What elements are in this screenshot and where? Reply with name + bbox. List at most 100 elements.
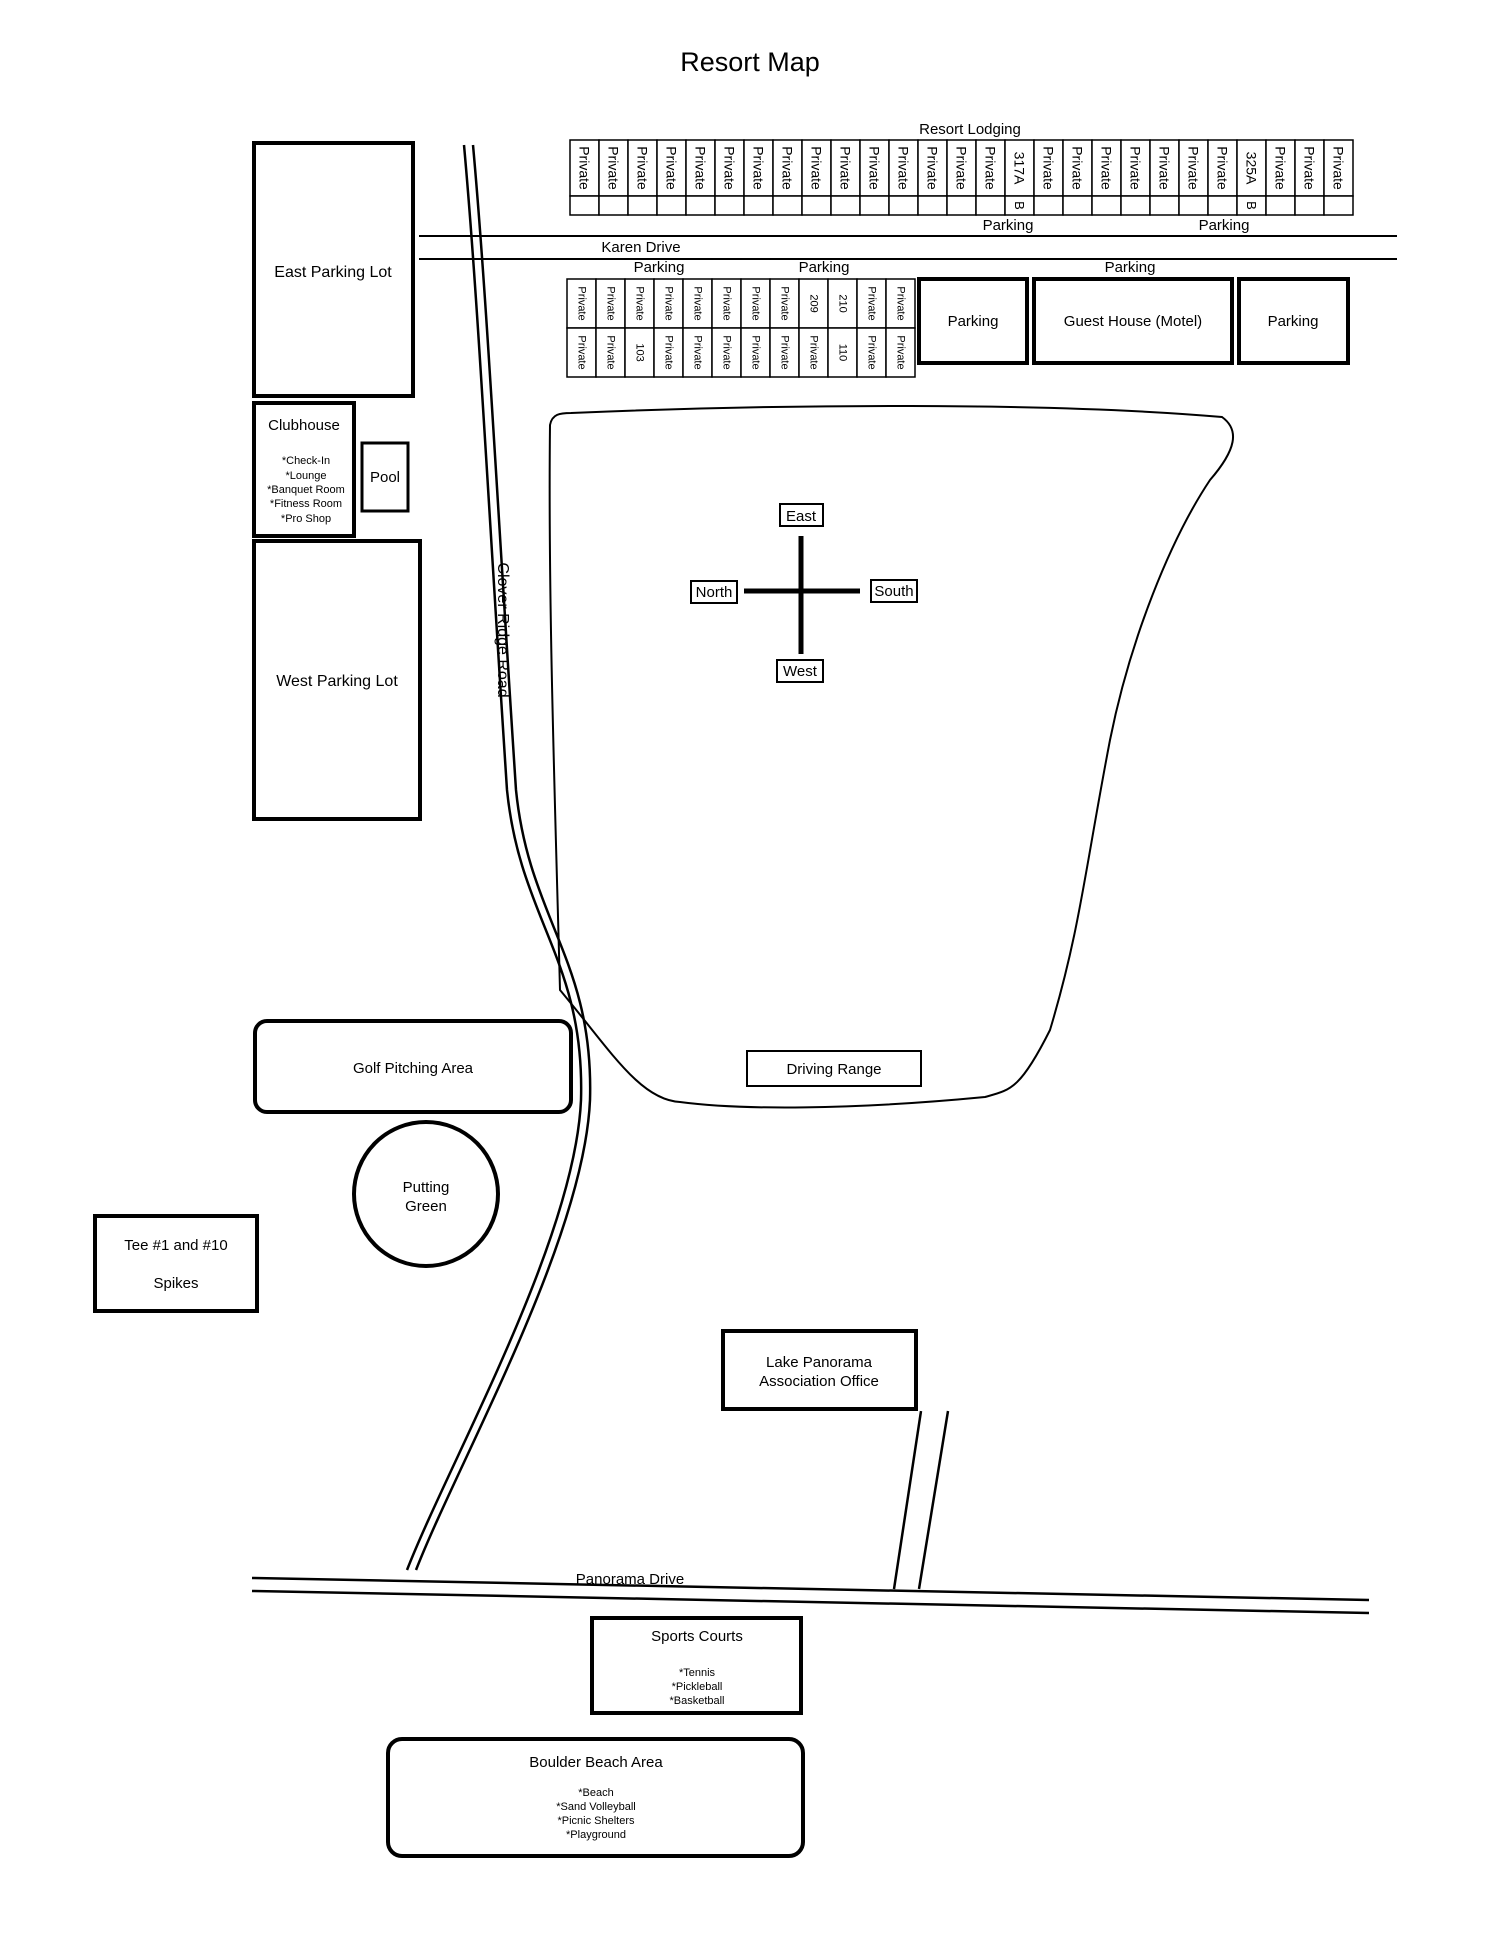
south-lodging-unit-top-label: Private xyxy=(576,286,588,320)
north-lodging-unit-top-label: 325A xyxy=(1244,152,1260,185)
north-lodging-unit-top-label: Private xyxy=(722,146,738,190)
north-lodging-unit-bottom-cell xyxy=(1120,195,1151,216)
tee-label: Tee #1 and #10 xyxy=(124,1237,227,1254)
north-lodging-unit-bottom-cell xyxy=(1033,195,1064,216)
north-lodging-unit-top-cell xyxy=(772,139,803,197)
south-lodging-unit-top-label: 210 xyxy=(837,294,849,312)
lake-office-label-line1: Lake Panorama xyxy=(766,1354,873,1371)
north-lodging-unit: Private xyxy=(1120,139,1151,216)
north-lodging-unit: Private xyxy=(1149,139,1180,216)
south-lodging-unit-bottom-label: Private xyxy=(605,335,617,369)
north-lodging-unit-bottom-cell xyxy=(917,195,948,216)
north-lodging-unit-top-cell xyxy=(1323,139,1354,197)
north-lodging-unit: Private xyxy=(1062,139,1093,216)
north-lodging-unit-top-label: Private xyxy=(896,146,912,190)
north-lodging-unit-bottom-cell xyxy=(1265,195,1296,216)
parking-label-south-1: Parking xyxy=(634,259,685,276)
north-lodging-unit-top-cell xyxy=(888,139,919,197)
north-lodging-unit-bottom-cell xyxy=(685,195,716,216)
east-parking-lot xyxy=(252,141,415,398)
panorama-drive-north-edge xyxy=(251,1576,1370,1602)
north-lodging-unit-top-label: Private xyxy=(867,146,883,190)
putting-green-label-line1: Putting xyxy=(403,1179,450,1196)
boulder-beach-title: Boulder Beach Area xyxy=(529,1754,663,1771)
clover-ridge-road-label: Clover Ridge Road xyxy=(494,562,511,697)
south-lodging-unit-bottom-cell xyxy=(856,327,887,378)
pool xyxy=(360,441,410,513)
north-lodging-unit-top-cell xyxy=(830,139,861,197)
north-lodging-unit: Private xyxy=(743,139,774,216)
north-lodging-unit-top-cell xyxy=(714,139,745,197)
south-lodging-unit-bottom-cell xyxy=(740,327,771,378)
golf-pitching-area-label: Golf Pitching Area xyxy=(353,1060,474,1077)
north-lodging-unit: Private xyxy=(685,139,716,216)
driving-range-label: Driving Range xyxy=(786,1061,881,1078)
south-lodging-unit-bottom-label: Private xyxy=(576,335,588,369)
north-lodging-unit-top-cell xyxy=(946,139,977,197)
north-lodging-unit: Private xyxy=(772,139,803,216)
south-lodging-unit-bottom-cell xyxy=(653,327,684,378)
south-lodging-unit-top-cell xyxy=(711,278,742,329)
north-lodging-unit: Private xyxy=(598,139,629,216)
north-lodging-unit-top-label: Private xyxy=(693,146,709,190)
golf-pitching-area xyxy=(253,1019,573,1114)
resort-lodging-label: Resort Lodging xyxy=(919,121,1021,138)
compass-east-label: East xyxy=(786,508,817,525)
north-lodging-unit-bottom-cell xyxy=(772,195,803,216)
boulder-beach-item-volleyball: *Sand Volleyball xyxy=(556,1801,636,1813)
north-lodging-unit-top-label: Private xyxy=(1041,146,1057,190)
north-lodging-unit-bottom-cell xyxy=(1149,195,1180,216)
north-lodging-unit-bottom-cell xyxy=(801,195,832,216)
south-lodging-unit-bottom-label: Private xyxy=(808,335,820,369)
north-lodging-unit-top-label: Private xyxy=(838,146,854,190)
north-lodging-unit-bottom-label: B xyxy=(1012,201,1027,210)
guest-house-label: Guest House (Motel) xyxy=(1064,313,1202,330)
south-lodging-unit-bottom-cell xyxy=(827,327,858,378)
boulder-beach-area xyxy=(386,1737,805,1858)
clubhouse-item-proshop: *Pro Shop xyxy=(281,513,331,525)
north-lodging-unit-top-label: Private xyxy=(1215,146,1231,190)
north-lodging-unit-top-cell xyxy=(1033,139,1064,197)
north-lodging-unit-top-label: 317A xyxy=(1012,152,1028,185)
sports-courts-title: Sports Courts xyxy=(651,1628,743,1645)
south-lodging-unit-bottom-label: Private xyxy=(866,335,878,369)
north-lodging-unit-top-label: Private xyxy=(577,146,593,190)
map-title: Resort Map xyxy=(680,47,820,77)
north-lodging-unit-top-label: Private xyxy=(1273,146,1289,190)
north-lodging-unit: Private xyxy=(1178,139,1209,216)
north-lodging-unit-top-label: Private xyxy=(635,146,651,190)
south-lodging-unit-top-label: Private xyxy=(663,286,675,320)
clover-ridge-road-west-edge xyxy=(405,144,583,1571)
south-lodging-unit-top-cell xyxy=(682,278,713,329)
compass-south-label: South xyxy=(874,583,913,600)
north-lodging-unit: Private xyxy=(830,139,861,216)
north-lodging-unit: Private xyxy=(569,139,600,216)
boulder-beach-item-beach: *Beach xyxy=(578,1787,613,1799)
south-lodging-unit-bottom-label: Private xyxy=(721,335,733,369)
north-lodging-unit-top-label: Private xyxy=(1128,146,1144,190)
north-lodging-unit: Private xyxy=(888,139,919,216)
north-lodging-unit: 317A B xyxy=(1004,139,1035,216)
south-lodging-unit-bottom-label: Private xyxy=(779,335,791,369)
north-lodging-unit-bottom-cell xyxy=(1323,195,1354,216)
north-lodging-unit-bottom-cell xyxy=(1178,195,1209,216)
south-lodging-unit-top-cell xyxy=(566,278,597,329)
north-lodging-unit: Private xyxy=(627,139,658,216)
north-lodging-unit-top-label: Private xyxy=(1099,146,1115,190)
north-lodging-unit: Private xyxy=(975,139,1006,216)
lake-office-label-line2: Association Office xyxy=(759,1373,879,1390)
north-lodging-unit-bottom-cell xyxy=(598,195,629,216)
south-lodging-unit-bottom-cell xyxy=(798,327,829,378)
north-lodging-unit-top-label: Private xyxy=(1157,146,1173,190)
north-lodging-unit-top-cell xyxy=(1149,139,1180,197)
compass-west-label: West xyxy=(783,663,818,680)
parking-building-west xyxy=(917,277,1029,365)
north-lodging-unit-top-label: Private xyxy=(1331,146,1347,190)
east-parking-lot-label: East Parking Lot xyxy=(274,264,392,281)
